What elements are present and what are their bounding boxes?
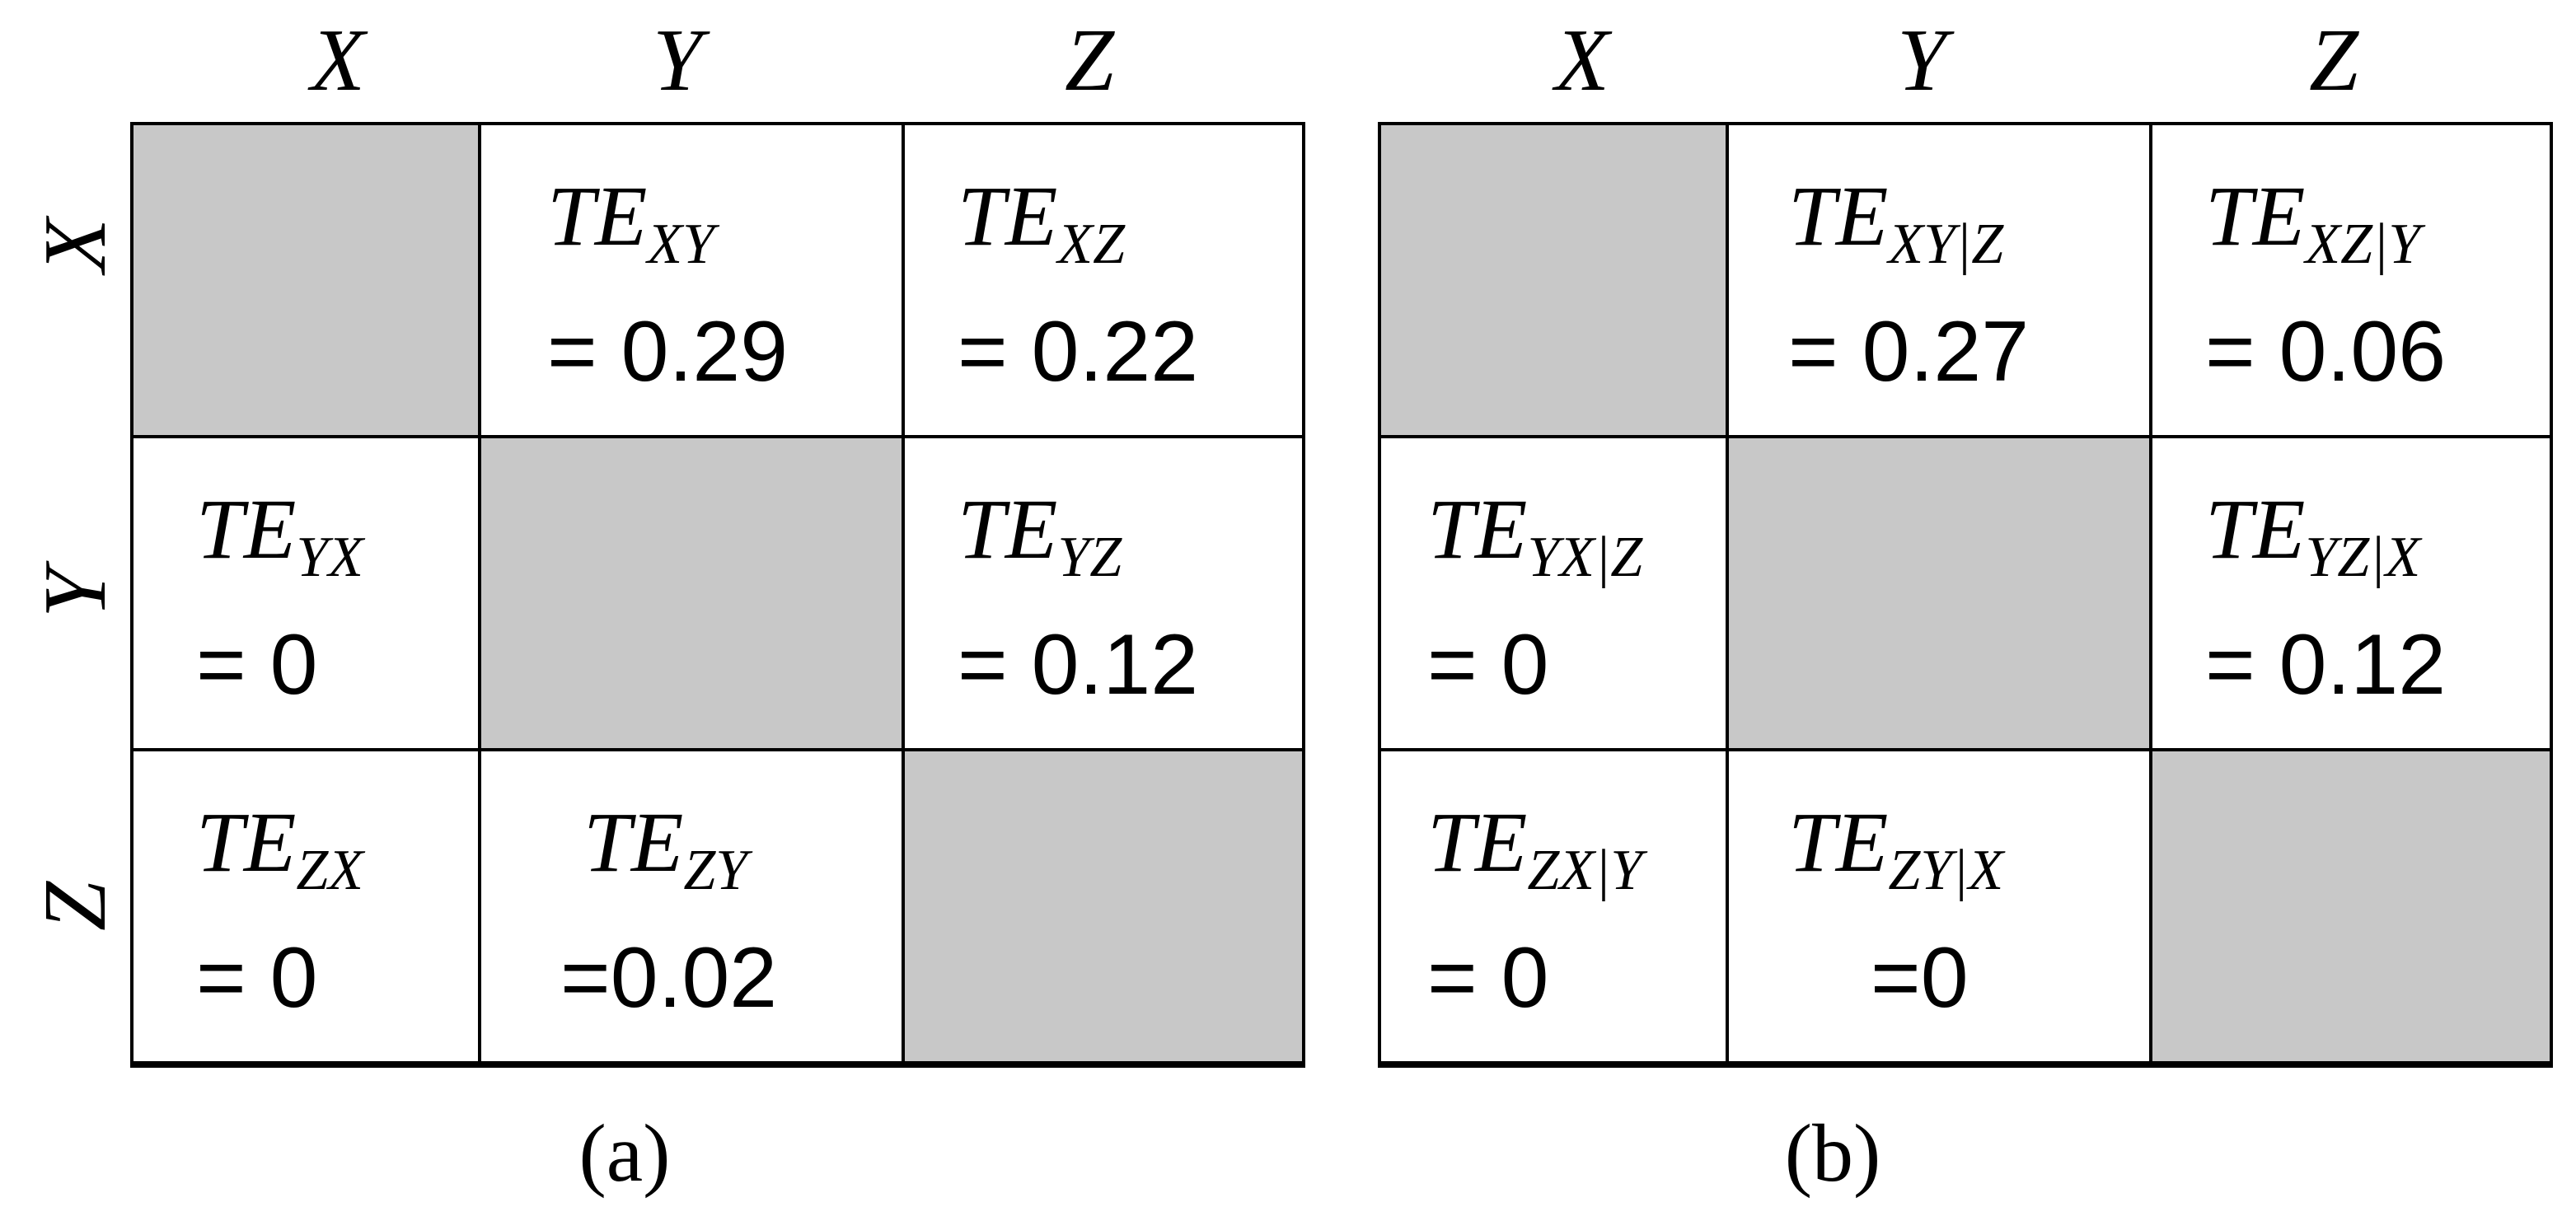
cell-expression: TEXY|Z bbox=[1788, 169, 2004, 277]
cell-value: = 0.29 bbox=[547, 304, 789, 400]
cell-diagonal bbox=[481, 438, 902, 748]
matrix-grid: TEXY = 0.29 TEXZ = 0.22 TEYX = 0 TEYZ = … bbox=[130, 122, 1305, 1068]
cell-te-xy: TEXY = 0.29 bbox=[481, 125, 902, 435]
cell-te-zy-given-x: TEZY|X =0 bbox=[1729, 751, 2149, 1061]
cell-expression: TEXZ bbox=[958, 169, 1126, 277]
cell-value: = 0.12 bbox=[958, 617, 1199, 713]
cell-expression: TEYX bbox=[196, 482, 364, 590]
cell-value: =0.02 bbox=[560, 930, 778, 1026]
cell-diagonal bbox=[133, 125, 478, 435]
cell-value: = 0 bbox=[196, 617, 318, 713]
matrix-grid: TEXY|Z = 0.27 TEXZ|Y = 0.06 TEYX|Z = 0 T… bbox=[1378, 122, 2553, 1068]
cell-expression: TEXY bbox=[547, 169, 715, 277]
cell-value: = 0.22 bbox=[958, 304, 1199, 400]
cell-value: = 0 bbox=[196, 930, 318, 1026]
cell-te-xz: TEXZ = 0.22 bbox=[905, 125, 1302, 435]
cell-value: = 0.06 bbox=[2205, 304, 2447, 400]
cell-expression: TEYZ bbox=[958, 482, 1122, 590]
row-label-y: Y bbox=[26, 568, 124, 619]
col-label-x: X bbox=[311, 12, 365, 110]
cell-te-yz-given-x: TEYZ|X = 0.12 bbox=[2152, 438, 2550, 748]
cell-expression: TEYZ|X bbox=[2205, 482, 2421, 590]
cell-value: = 0 bbox=[1427, 617, 1549, 713]
row-label-z: Z bbox=[26, 881, 124, 932]
panel-caption: (b) bbox=[1784, 1107, 1881, 1199]
cell-te-xy-given-z: TEXY|Z = 0.27 bbox=[1729, 125, 2149, 435]
cell-expression: TEZY|X bbox=[1788, 795, 2004, 903]
cell-value: = 0.12 bbox=[2205, 617, 2447, 713]
panel-caption: (a) bbox=[578, 1107, 671, 1199]
cell-te-yz: TEYZ = 0.12 bbox=[905, 438, 1302, 748]
cell-value: = 0 bbox=[1427, 930, 1549, 1026]
cell-te-zx: TEZX = 0 bbox=[133, 751, 478, 1061]
col-label-z: Z bbox=[2308, 12, 2359, 110]
cell-expression: TEXZ|Y bbox=[2205, 169, 2421, 277]
col-label-y: Y bbox=[1896, 12, 1947, 110]
col-label-z: Z bbox=[1064, 12, 1115, 110]
cell-diagonal bbox=[905, 751, 1302, 1061]
cell-diagonal bbox=[2152, 751, 2550, 1061]
cell-value: = 0.27 bbox=[1788, 304, 2030, 400]
cell-te-zx-given-y: TEZX|Y = 0 bbox=[1381, 751, 1726, 1061]
cell-expression: TEZX bbox=[196, 795, 364, 903]
cell-diagonal bbox=[1729, 438, 2149, 748]
cell-te-zy: TEZY =0.02 bbox=[481, 751, 902, 1061]
cell-expression: TEZX|Y bbox=[1427, 795, 1643, 903]
panel-a: X Y Z X Y Z TEXY = 0.29 TEXZ = 0.22 TEYX… bbox=[26, 12, 1305, 1199]
cell-expression: TEYX|Z bbox=[1427, 482, 1643, 590]
cell-diagonal bbox=[1381, 125, 1726, 435]
cell-value: =0 bbox=[1871, 930, 1969, 1026]
panel-b: X Y Z TEXY|Z = 0.27 TEXZ|Y = 0.06 TEYX|Z… bbox=[1248, 0, 2576, 1221]
col-label-y: Y bbox=[652, 12, 703, 110]
col-label-x: X bbox=[1555, 12, 1609, 110]
cell-expression: TEZY bbox=[583, 795, 748, 903]
cell-te-yx-given-z: TEYX|Z = 0 bbox=[1381, 438, 1726, 748]
cell-te-yx: TEYX = 0 bbox=[133, 438, 478, 748]
row-label-x: X bbox=[26, 218, 124, 273]
cell-te-xz-given-y: TEXZ|Y = 0.06 bbox=[2152, 125, 2550, 435]
